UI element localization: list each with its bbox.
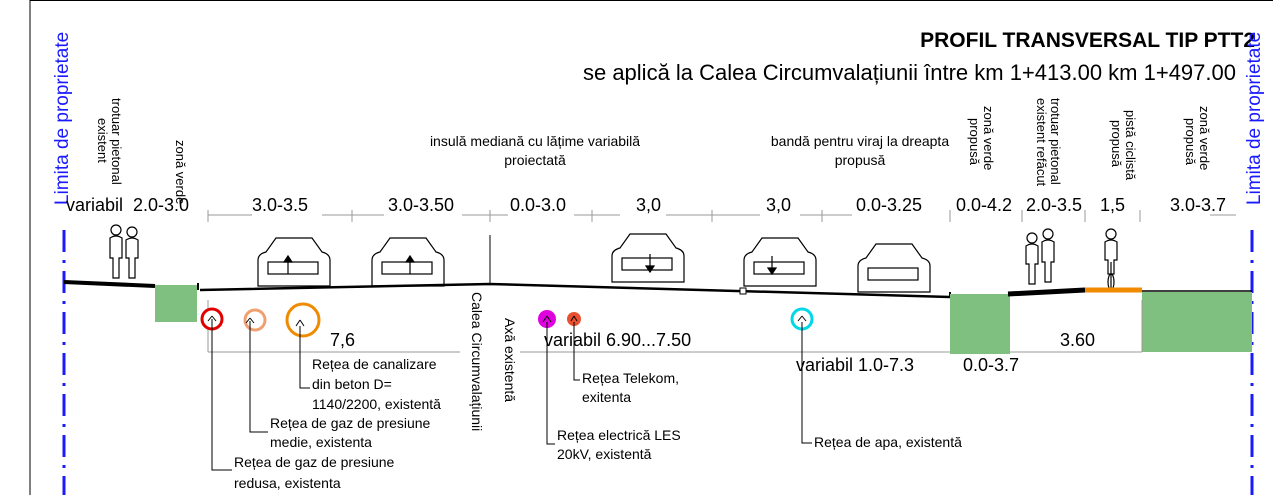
zone-label-banda-viraj: bandă pentru viraj la dreapta propusă: [771, 133, 949, 168]
car-icon: [257, 237, 331, 287]
gas-low-label: Rețea de gaz de presiune redusa, existen…: [234, 454, 395, 491]
telekom-label: Rețea Telekom, exitenta: [582, 370, 679, 405]
pedestrian-icon: [109, 224, 139, 279]
svg-text:Rețea de gaz de presiune: Rețea de gaz de presiune: [270, 415, 431, 431]
svg-text:20kV, existentă: 20kV, existentă: [557, 446, 652, 462]
svg-text:propusă: propusă: [967, 118, 982, 166]
car-icon: [857, 243, 931, 293]
property-limit-right-label: Limita de proprietate: [1244, 32, 1265, 205]
width-value: 3.0-3.50: [388, 195, 454, 215]
width-value: variabil: [66, 195, 123, 215]
car-icon: [611, 233, 685, 283]
width-value: 0.0-3.25: [856, 195, 922, 215]
car-icon: [371, 237, 445, 287]
svg-text:existent: existent: [95, 118, 110, 163]
lower-dimension-value: 0.0-3.7: [963, 355, 1019, 375]
svg-text:Rețea de gaz de presiune: Rețea de gaz de presiune: [234, 454, 395, 470]
svg-text:zonă verde: zonă verde: [981, 106, 996, 170]
svg-text:insulă mediană cu lățime varia: insulă mediană cu lățime variabilă: [430, 133, 640, 149]
width-value: 1,5: [1100, 195, 1125, 215]
gas-medium-label: Rețea de gaz de presiune medie, existent…: [270, 415, 431, 450]
svg-text:propusă: propusă: [1109, 120, 1124, 168]
svg-text:existent refăcut: existent refăcut: [1034, 98, 1049, 187]
width-value: 0.0-4.2: [956, 195, 1012, 215]
water-label: Rețea de apa, existentă: [814, 434, 962, 450]
car-icon: [743, 237, 817, 287]
drawing-subtitle: se aplică la Calea Circumvalațiunii într…: [583, 60, 1236, 85]
svg-text:medie, existenta: medie, existenta: [270, 434, 372, 450]
lower-dimension-value: variabil 1.0-7.3: [796, 355, 914, 375]
svg-text:trotuar pietonal: trotuar pietonal: [1048, 98, 1063, 185]
svg-text:din beton D=: din beton D=: [312, 376, 392, 392]
zone-label-pista-ciclista: pistă ciclistă propusă: [1109, 110, 1138, 181]
zone-label-trotuar-refacut: trotuar pietonal existent refăcut: [1034, 98, 1063, 187]
calea-label: Calea Circumvalațiunii: [469, 292, 485, 431]
svg-text:proiectată: proiectată: [504, 152, 566, 168]
gas-medium-pressure-pipe: [243, 308, 267, 332]
zone-label-zona-verde-left: zonă verde: [173, 140, 188, 204]
svg-text:bandă pentru viraj la dreapta: bandă pentru viraj la dreapta: [771, 133, 949, 149]
svg-text:propusă: propusă: [1183, 118, 1198, 166]
zone-label-insula-mediana: insulă mediană cu lățime variabilă proie…: [430, 133, 640, 168]
svg-text:Rețea de canalizare: Rețea de canalizare: [312, 356, 437, 372]
electrical-label: Rețea electrică LES 20kV, existentă: [557, 427, 681, 462]
width-value: 3.0-3.5: [252, 195, 308, 215]
lower-dimension-value: variabil 6.90...7.50: [544, 330, 691, 350]
width-dimension-line: [207, 210, 1236, 222]
svg-text:propusă: propusă: [835, 152, 886, 168]
electrical-cable-pipe: [538, 310, 556, 328]
svg-text:exitenta: exitenta: [582, 389, 631, 405]
lower-dimension-value: 7,6: [330, 330, 355, 350]
svg-text:zonă verde: zonă verde: [1197, 106, 1212, 170]
svg-text:Rețea electrică LES: Rețea electrică LES: [557, 427, 681, 443]
svg-text:1140/2200, existentă: 1140/2200, existentă: [312, 396, 441, 412]
sewer-pipe: [285, 302, 321, 338]
drawing-title: PROFIL TRANSVERSAL TIP PTT2: [920, 29, 1255, 52]
property-limit-left-label: Limita de proprietate: [52, 32, 73, 205]
svg-text:redusa, existenta: redusa, existenta: [234, 475, 341, 491]
width-value: 2.0-3.0: [133, 195, 189, 215]
svg-text:Rețea Telekom,: Rețea Telekom,: [582, 370, 679, 386]
zone-label-zona-verde-propusa-2: zonă verde propusă: [1183, 106, 1212, 170]
pedestrian-icon: [1025, 228, 1055, 285]
axa-existenta-label: Axă existentă: [502, 318, 518, 402]
svg-text:pistă ciclistă: pistă ciclistă: [1123, 110, 1138, 181]
width-value: 2.0-3.5: [1026, 195, 1082, 215]
svg-text:trotuar pietonal: trotuar pietonal: [109, 98, 124, 185]
sewer-label: Rețea de canalizare din beton D= 1140/22…: [312, 356, 441, 412]
zone-label-zona-verde-propusa-1: zonă verde propusă: [967, 106, 996, 170]
cyclist-icon: [1104, 228, 1118, 291]
width-value: 0.0-3.0: [510, 195, 566, 215]
road-surface: [63, 280, 1252, 354]
zone-label-trotuar-existent: trotuar pietonal existent: [95, 98, 124, 185]
lower-dimension-value: 3.60: [1060, 330, 1095, 350]
telekom-pipe: [567, 312, 581, 326]
width-value: 3.0-3.7: [1170, 195, 1226, 215]
width-value: 3,0: [636, 195, 661, 215]
width-dimension-values: variabil 2.0-3.0 3.0-3.5 3.0-3.50 0.0-3.…: [66, 195, 1226, 215]
width-value: 3,0: [766, 195, 791, 215]
leader-lines: [211, 319, 812, 471]
